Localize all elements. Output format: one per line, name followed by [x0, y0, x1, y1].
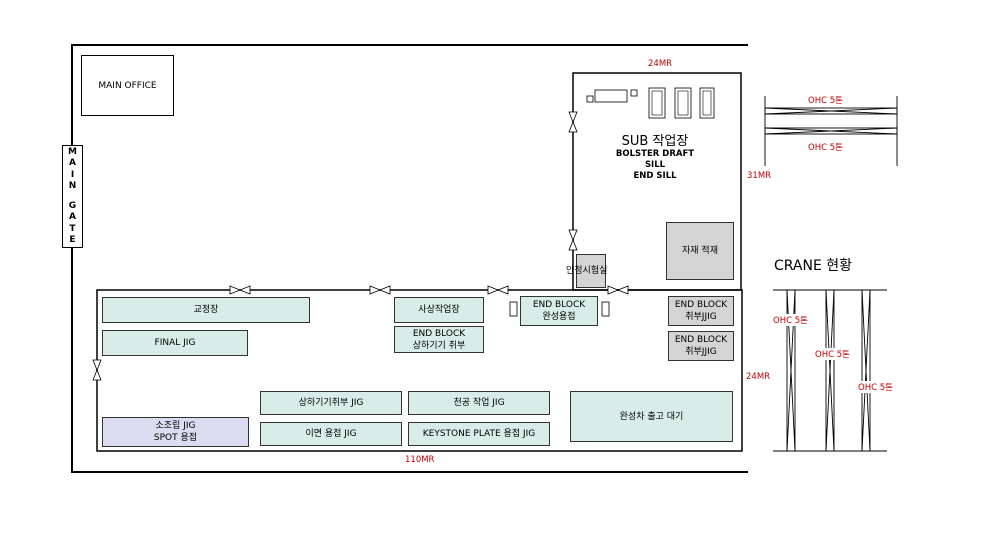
crane-label: OHC 5톤	[773, 314, 808, 326]
dim-sub-width: 24MR	[648, 59, 673, 69]
station-end-block-upper-lower: END BLOCK 상하기기 취부	[394, 326, 484, 353]
station-label: 천공 작업 JIG	[453, 398, 505, 408]
station-label: END BLOCK	[674, 300, 728, 310]
station-label: 취부JJIG	[685, 347, 717, 357]
station-label: 사상작업장	[418, 305, 460, 315]
station-label: 상하기기 취부	[412, 340, 466, 351]
gate-letter: T	[69, 223, 76, 234]
gate-letter: M	[68, 146, 77, 157]
ohc-top-label: OHC 5톤	[808, 96, 843, 106]
gate-letter: A	[69, 212, 76, 222]
station-ceiling-jig: 천공 작업 JIG	[408, 391, 550, 415]
sub-workshop-line: END SILL	[633, 171, 677, 181]
sub-workshop-info: SUB 작업장 BOLSTER DRAFT SILL END SILL	[600, 134, 710, 182]
station-completed-waiting: 완성차 출고 대기	[570, 391, 733, 442]
station-back-weld-jig: 이면 용접 JIG	[260, 422, 402, 446]
station-label: 소조립 JIG	[155, 421, 196, 431]
station-label: 이면 용접 JIG	[305, 429, 357, 439]
crane-label: OHC 5톤	[858, 381, 893, 393]
station-straightening: 교정장	[102, 297, 310, 323]
station-label: 취부JJIG	[685, 312, 717, 322]
station-subassembly: 소조립 JIG SPOT 용접	[102, 417, 249, 447]
station-label: 완성용접	[542, 312, 576, 322]
ohc-top-label: OHC 5톤	[808, 143, 843, 153]
gate-letter: G	[68, 200, 77, 211]
station-label: FINAL JIG	[154, 338, 196, 348]
gate-letter: E	[69, 235, 76, 245]
main-office-label: MAIN OFFICE	[98, 80, 157, 91]
station-label: END BLOCK	[412, 328, 466, 339]
station-end-block-jig-1: END BLOCK 취부JJIG	[668, 296, 734, 326]
crane-status-title: CRANE 현황	[774, 258, 853, 274]
station-sasang: 사상작업장	[394, 297, 484, 323]
station-label: END BLOCK	[674, 335, 728, 345]
gate-letter: I	[70, 169, 75, 180]
station-label: 완성차 출고 대기	[619, 411, 684, 422]
station-label: 교정장	[193, 305, 219, 315]
material-storage: 자재 적재	[666, 222, 734, 280]
dim-main-width: 110MR	[405, 455, 435, 465]
sub-workshop-title: SUB 작업장	[621, 134, 689, 149]
station-upper-lower-jig: 상하기기취부 JIG	[260, 391, 402, 415]
safety-test-room: 안정시험실	[566, 254, 607, 288]
material-storage-label: 자재 적재	[682, 246, 718, 256]
station-label: SPOT 용접	[153, 433, 198, 443]
main-office: MAIN OFFICE	[81, 55, 174, 116]
station-keystone-jig: KEYSTONE PLATE 용접 JIG	[408, 422, 550, 446]
crane-label: OHC 5톤	[815, 348, 850, 360]
dim-main-height: 24MR	[746, 372, 771, 382]
station-end-block-weld: END BLOCK 완성용접	[520, 296, 598, 326]
sub-workshop-line: BOLSTER DRAFT	[615, 149, 695, 159]
station-final-jig: FINAL JIG	[102, 330, 248, 356]
station-label: 상하기기취부 JIG	[298, 398, 364, 408]
safety-test-label: 안정시험실	[566, 266, 608, 276]
station-end-block-jig-2: END BLOCK 취부JJIG	[668, 331, 734, 361]
gate-letter: A	[69, 158, 76, 168]
station-label: END BLOCK	[532, 300, 586, 310]
gate-letter: N	[68, 181, 77, 191]
dim-sub-height: 31MR	[747, 171, 772, 181]
station-label: KEYSTONE PLATE 용접 JIG	[422, 429, 536, 439]
sub-workshop-line: SILL	[644, 160, 666, 170]
main-gate: M A I N G A T E	[62, 145, 83, 248]
